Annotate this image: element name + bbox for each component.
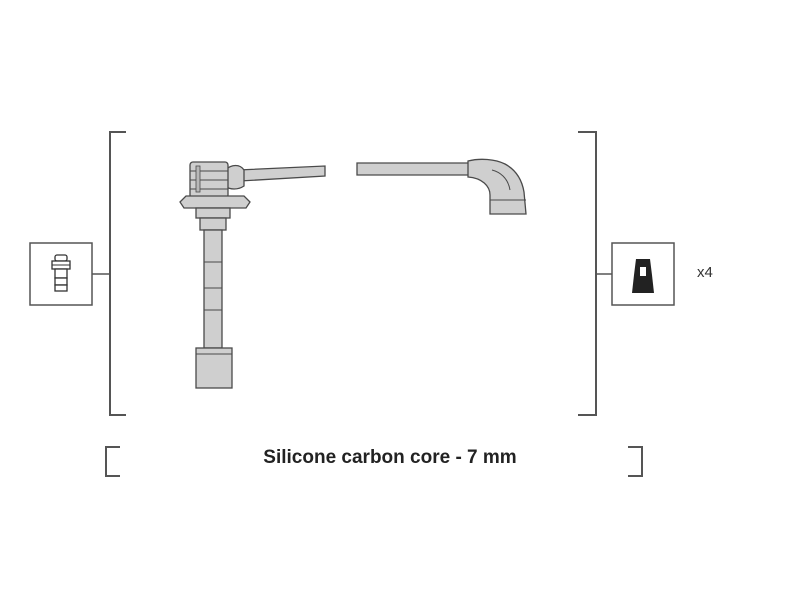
right-bracket <box>578 131 597 416</box>
caption-left-bracket <box>105 446 120 477</box>
left-bracket <box>109 131 126 416</box>
coil-boot-connector <box>467 158 527 215</box>
ignition-wire <box>356 162 471 176</box>
quantity-label: x4 <box>697 264 713 281</box>
caption-right-bracket <box>628 446 643 477</box>
spark-plug-connector <box>179 161 326 389</box>
coil-boot-end-icon <box>611 242 675 306</box>
caption-text: Silicone carbon core - 7 mm <box>263 447 517 468</box>
spark-plug-end-icon <box>29 242 93 306</box>
